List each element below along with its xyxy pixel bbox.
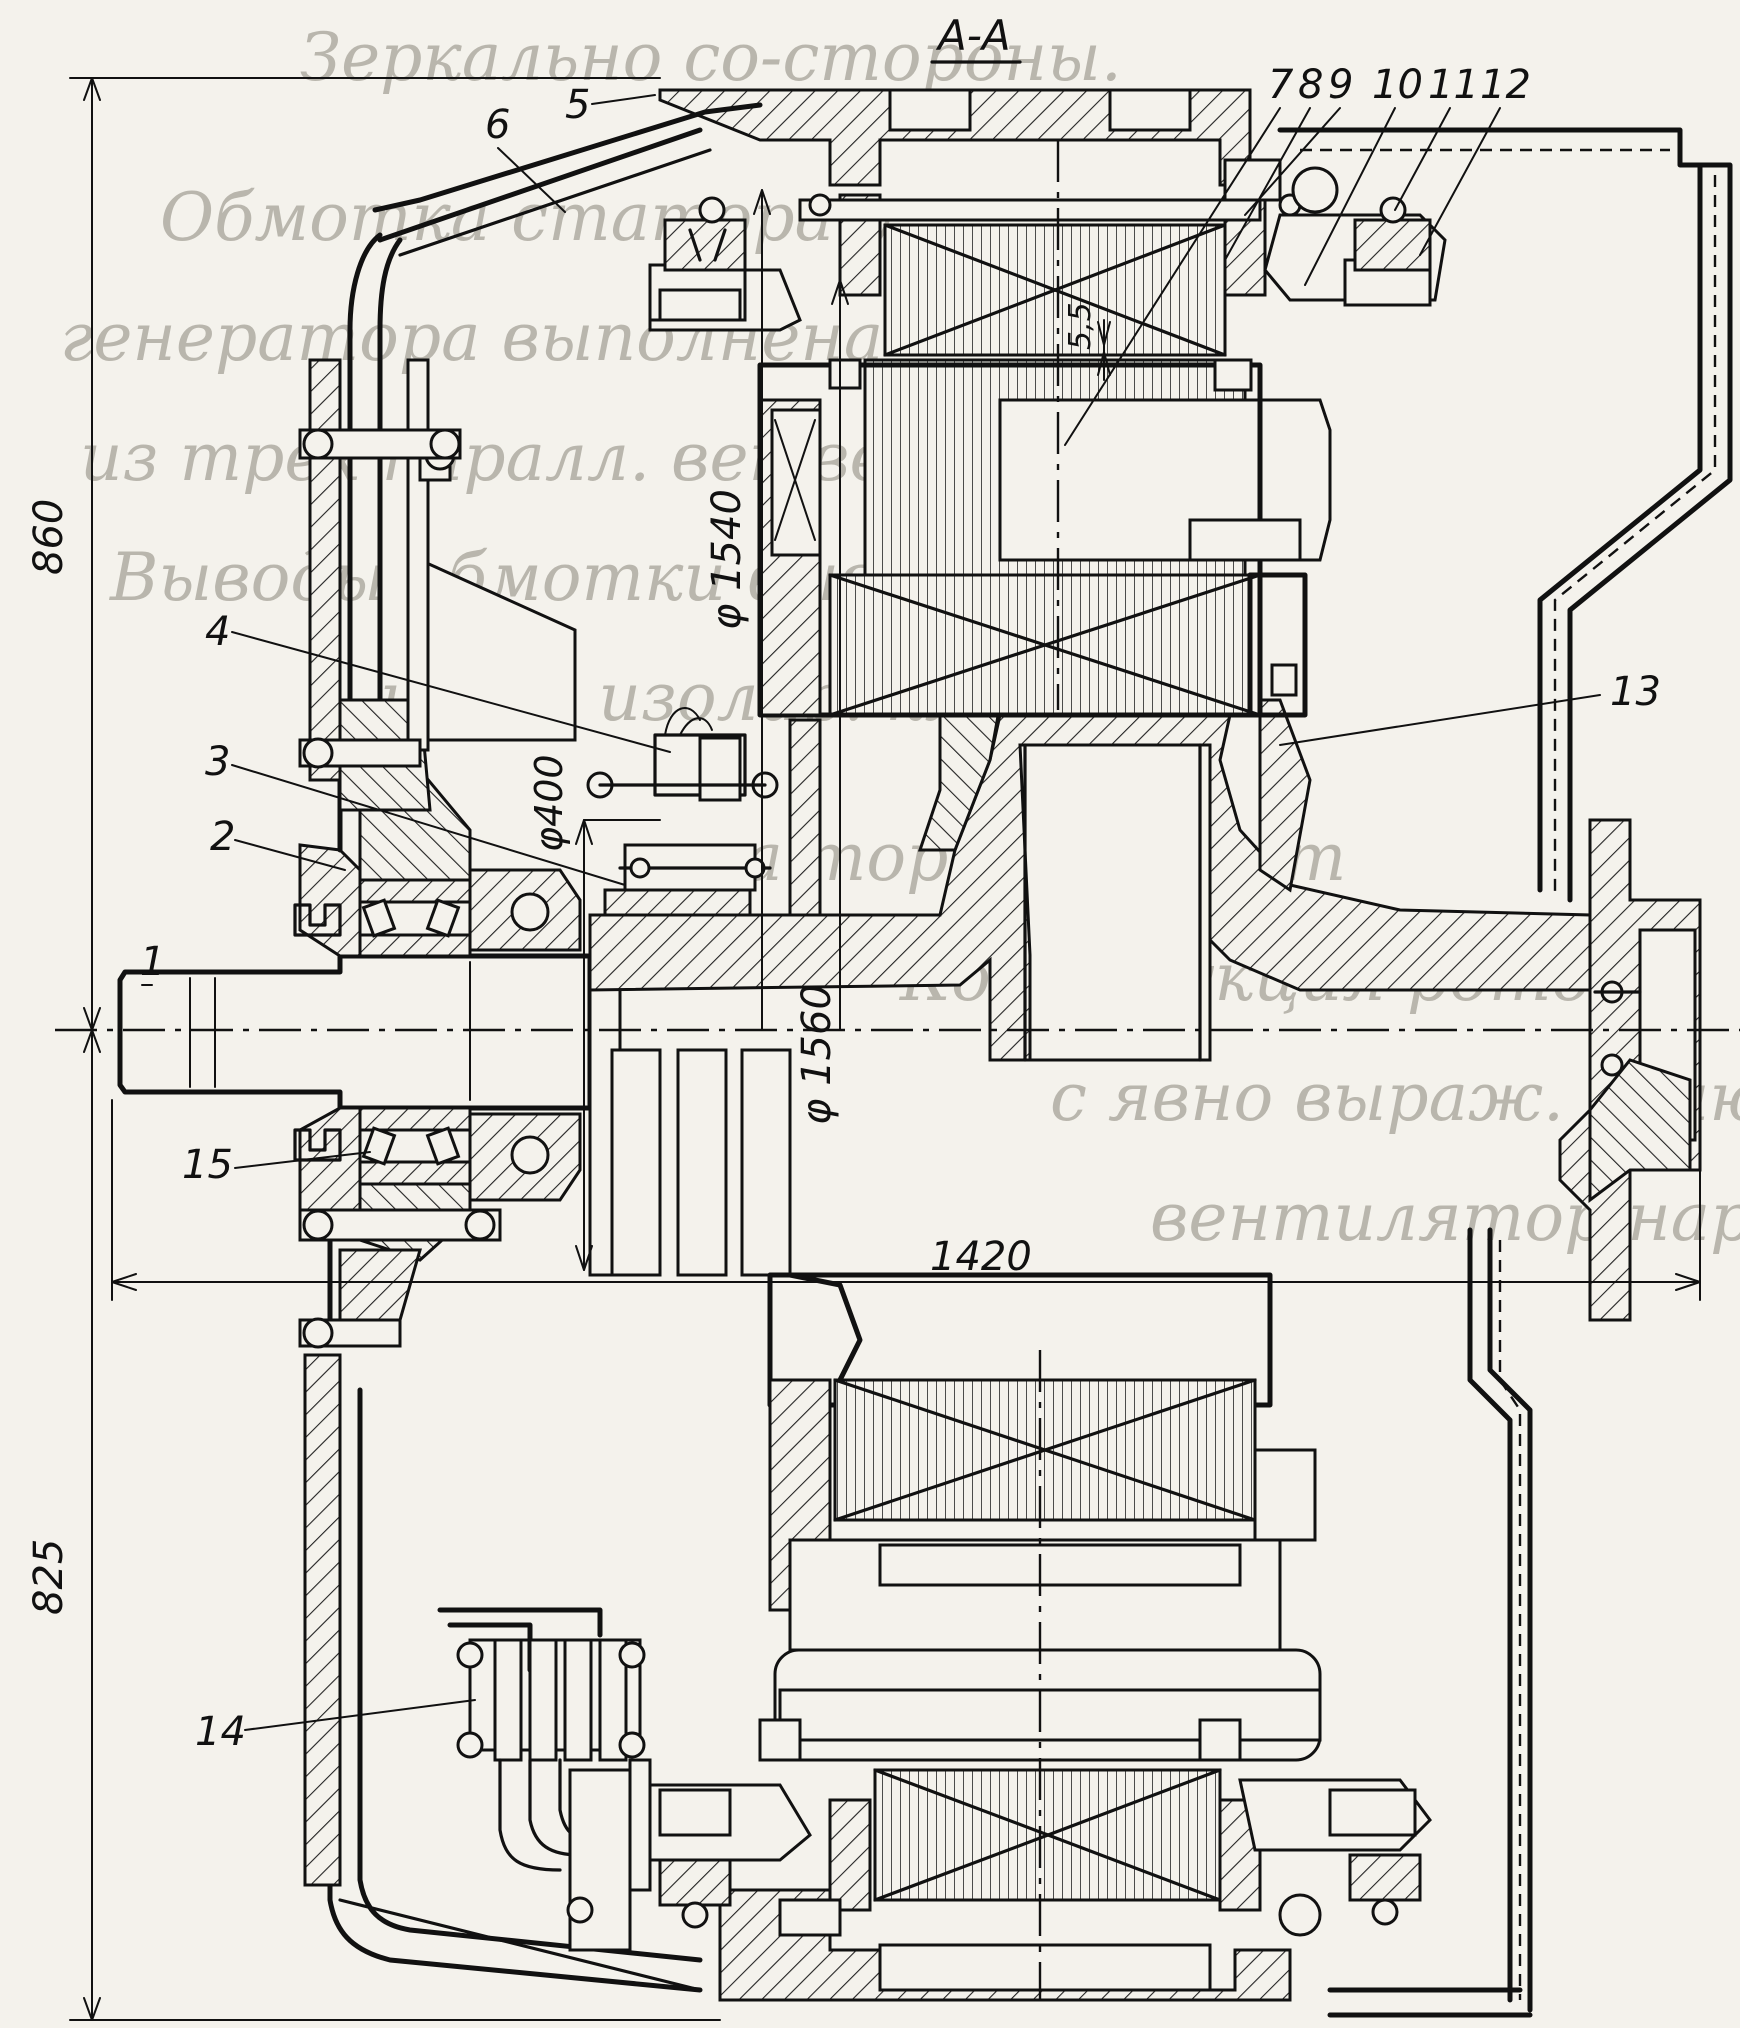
part-label-11: 11 xyxy=(1428,62,1479,108)
ghost-line-1: Зеркально со-стороны. xyxy=(300,19,1122,96)
part-label-14: 14 xyxy=(195,1709,246,1755)
dim-stator-bore-diameter: φ 1540 xyxy=(704,489,750,630)
part-label-13: 13 xyxy=(1610,669,1661,715)
dimension-lines xyxy=(69,77,1701,2021)
shaft xyxy=(117,953,593,1111)
part-callouts: 1 2 3 4 5 6 7 8 9 10 11 12 13 14 15 xyxy=(140,62,1661,1755)
bearing-upper-15 xyxy=(358,868,582,958)
center-lines xyxy=(55,140,1740,2000)
slip-rings xyxy=(586,707,792,1277)
part-label-4: 4 xyxy=(205,609,230,655)
terminal-block-14 xyxy=(437,1607,652,1952)
rotor-pole-upper xyxy=(757,358,1332,718)
dim-rotor-diameter: φ 1560 xyxy=(794,984,840,1125)
end-shield-bolts xyxy=(298,358,502,1349)
part-label-15: 15 xyxy=(182,1142,233,1188)
rotor-pole-lower xyxy=(758,1272,1322,1762)
dim-height-upper: 860 xyxy=(26,499,72,575)
part-label-2: 2 xyxy=(210,814,235,860)
part-label-7: 7 xyxy=(1268,62,1294,108)
part-label-12: 12 xyxy=(1480,62,1531,108)
part-label-3: 3 xyxy=(205,739,230,785)
dim-height-lower: 825 xyxy=(26,1539,72,1615)
bearing-lower-15 xyxy=(358,1106,582,1202)
part-label-8: 8 xyxy=(1298,62,1323,108)
section-title: А-А xyxy=(935,11,1011,60)
part-label-6: 6 xyxy=(485,102,510,148)
ghost-line-10: вентилятор наружный xyxy=(1150,1179,1740,1256)
dim-hub-diameter: φ400 xyxy=(527,754,571,852)
stator-upper xyxy=(648,88,1447,357)
dim-air-gap: 5,5 xyxy=(1063,302,1098,350)
dim-overall-length: 1420 xyxy=(930,1234,1032,1280)
coupling-flange xyxy=(1558,818,1702,1322)
part-label-1: 1 xyxy=(140,939,165,985)
part-label-10: 10 xyxy=(1372,62,1423,108)
fan-casing xyxy=(1277,127,1733,2018)
part-label-9: 9 xyxy=(1328,62,1353,108)
part-label-5: 5 xyxy=(565,82,590,128)
